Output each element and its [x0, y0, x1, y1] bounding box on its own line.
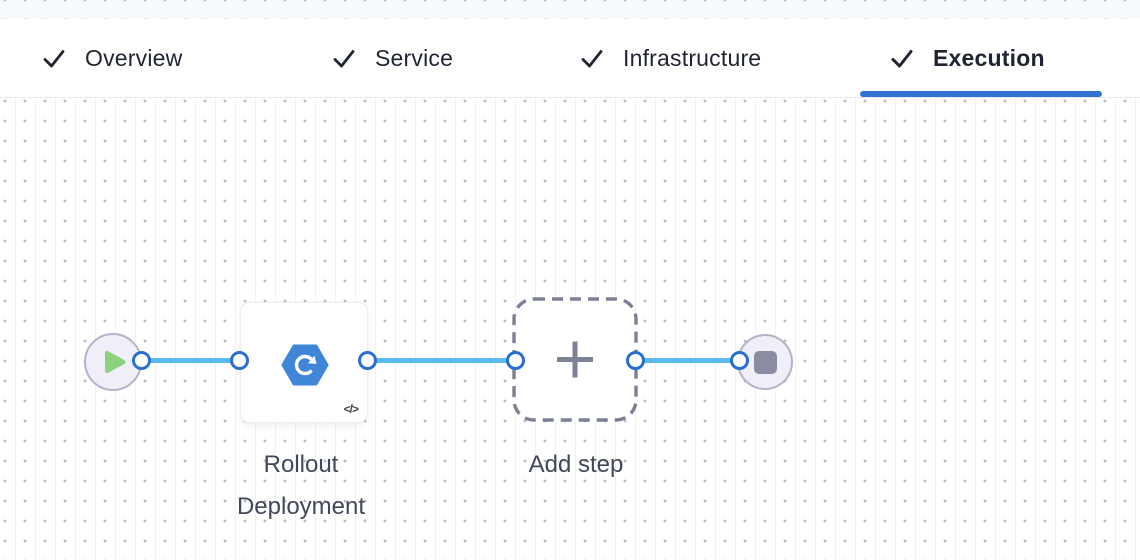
tab-infrastructure[interactable]: Infrastructure [580, 19, 761, 97]
add-step-label: Add step [528, 451, 624, 478]
arrowhead [307, 355, 317, 364]
plus-icon [512, 297, 638, 422]
port-addstep-in[interactable] [506, 351, 525, 370]
canvas-top-strip [0, 0, 1140, 19]
stage-tab-bar: Overview Service Infrastructure Executio… [0, 19, 1140, 98]
edge-addstep-to-end [636, 358, 740, 363]
edge-start-to-step [142, 358, 240, 363]
tab-label: Infrastructure [623, 44, 762, 71]
tab-label: Overview [85, 44, 183, 71]
active-tab-indicator [860, 91, 1102, 97]
tab-execution[interactable]: Execution [890, 19, 1045, 97]
pipeline-canvas[interactable]: </> Rollout Deployment Add step [0, 98, 1140, 560]
port-step-out[interactable] [358, 351, 377, 370]
port-addstep-out[interactable] [626, 351, 645, 370]
tab-label: Service [375, 44, 454, 71]
tab-overview[interactable]: Overview [42, 19, 182, 97]
step-label: Rollout Deployment [236, 451, 366, 520]
edge-step-to-addstep [368, 358, 516, 363]
stop-icon [753, 350, 777, 374]
tab-label: Execution [933, 44, 1045, 71]
tab-service[interactable]: Service [332, 19, 453, 97]
port-end-in[interactable] [730, 351, 749, 370]
check-icon [891, 50, 913, 68]
check-icon [333, 50, 355, 68]
port-step-in[interactable] [230, 351, 249, 370]
rollout-deployment-icon [281, 344, 329, 386]
step-node-rollout-deployment[interactable]: </> [240, 302, 368, 423]
play-icon [105, 350, 126, 374]
check-icon [581, 50, 603, 68]
code-badge[interactable]: </> [343, 402, 359, 416]
check-icon [43, 50, 65, 68]
add-step-node[interactable] [512, 297, 638, 422]
port-start-out[interactable] [132, 351, 151, 370]
